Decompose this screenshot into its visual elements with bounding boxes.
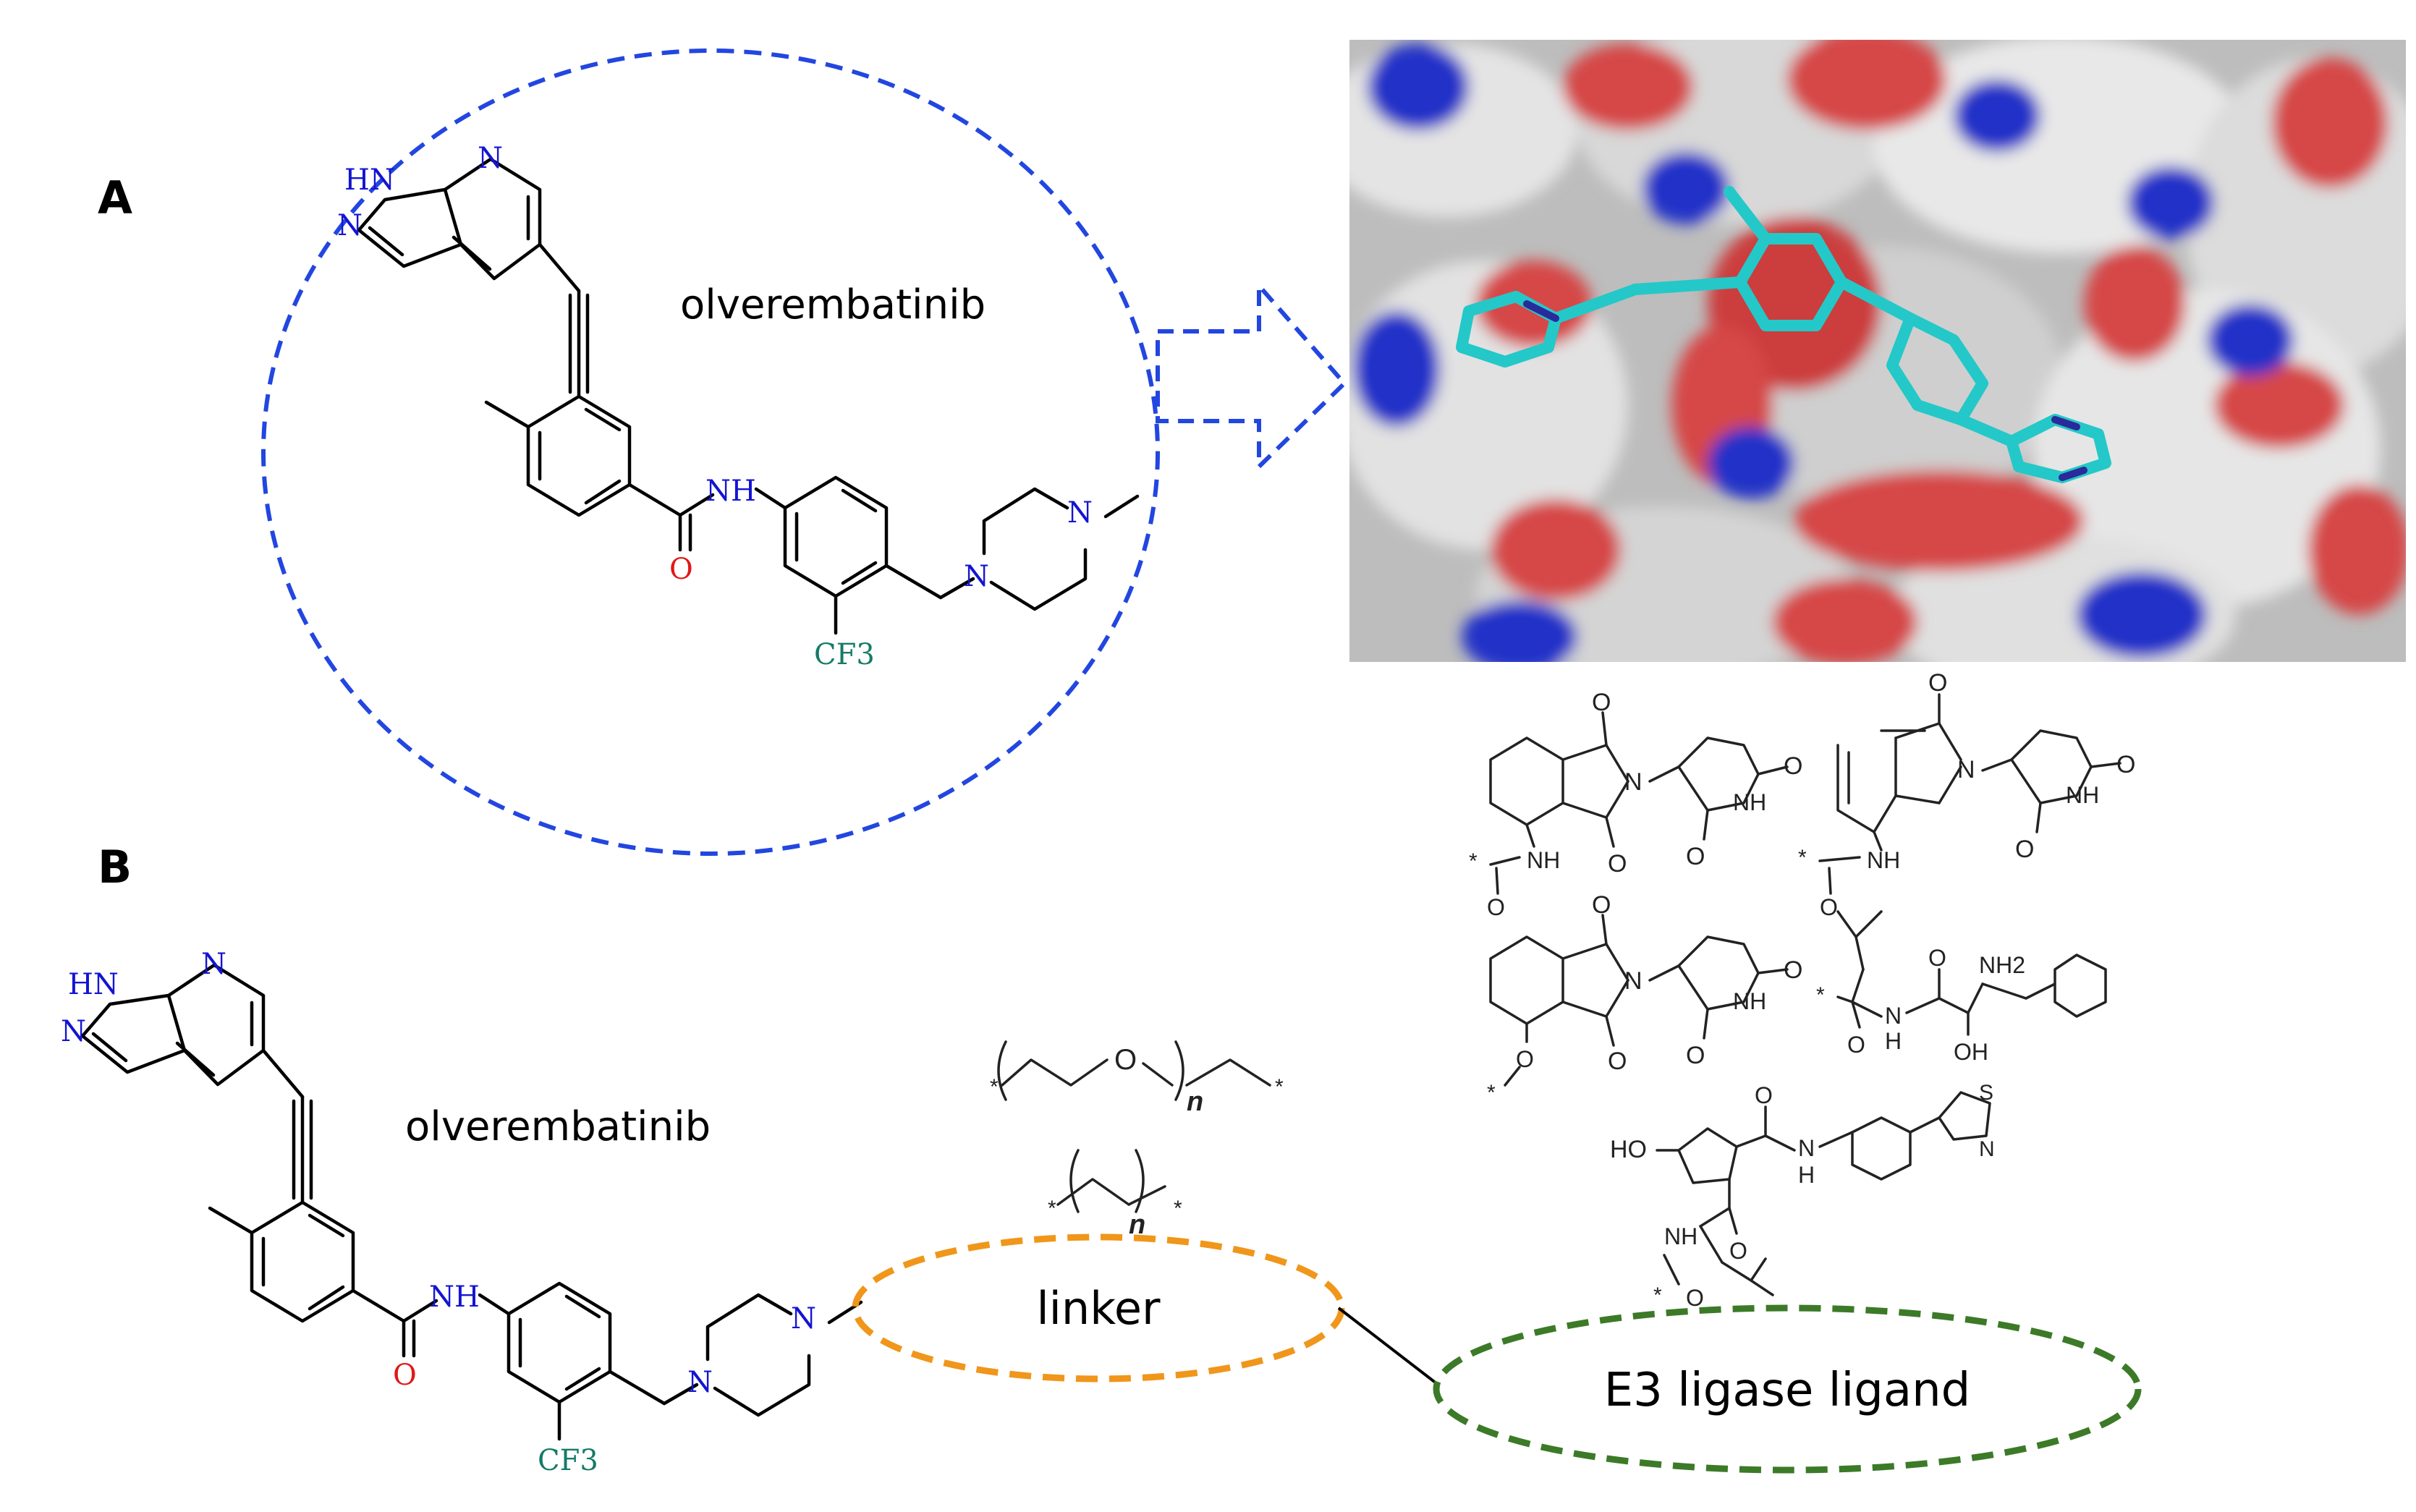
svg-text:*: * [1469,849,1478,873]
svg-text:HO: HO [1610,1136,1647,1163]
atom-hn-b: HN [68,968,119,1001]
svg-text:*: * [1798,846,1807,870]
atom-labels-a: HN N N O NH N N CF3 [337,142,1093,671]
atom-n-a1: N [337,209,363,242]
atom-n-b2: N [201,948,226,981]
svg-text:O: O [1686,843,1705,870]
atom-n-a4: N [1067,496,1093,530]
svg-text:OH: OH [1954,1039,1988,1065]
lenalidomide-amide-ligand: O N NH O O NH * O [1798,669,2135,920]
atom-o-a: O [669,553,693,586]
svg-text:N: N [1798,1135,1815,1161]
svg-text:NH: NH [1664,1223,1697,1249]
linker-to-e3-bond [1337,1307,1438,1385]
olverembatinib-structure-b [80,963,863,1441]
drug-name-a: olverembatinib [680,281,986,328]
drug-name-b: olverembatinib [405,1103,711,1150]
peg-linker-structure: * O n * [990,1040,1284,1117]
svg-text:O: O [1608,850,1627,878]
svg-text:NH: NH [2066,782,2099,808]
dashed-arrow [1156,280,1348,472]
svg-text:*: * [1653,1283,1662,1307]
svg-text:O: O [1592,689,1611,716]
atom-labels-b: HN N N O NH N N CF3 [61,948,816,1477]
svg-text:O: O [1820,894,1838,920]
alkyl-linker-structure: * n * [1048,1149,1182,1240]
svg-text:O: O [1592,891,1611,919]
svg-text:O: O [1487,894,1505,920]
svg-text:O: O [1847,1032,1865,1058]
svg-text:H: H [1798,1162,1815,1188]
linker-ellipse [852,1233,1345,1383]
olverembatinib-structure-a [357,157,1140,635]
atom-n-a3: N [964,560,989,593]
linker-label: linker [1036,1282,1161,1335]
atom-hn-a: HN [344,163,395,197]
svg-text:*: * [1487,1081,1496,1105]
svg-text:*: * [1048,1197,1056,1220]
atom-o-b: O [393,1359,417,1392]
svg-text:H: H [1885,1028,1902,1054]
peptide-ligand: * O N H O NH2 OH [1816,910,2107,1065]
svg-text:N: N [1979,1137,1995,1161]
svg-text:O: O [1729,1238,1747,1264]
svg-text:O: O [1686,1285,1704,1311]
svg-text:NH: NH [1733,789,1766,815]
svg-text:N: N [1624,768,1643,796]
svg-text:NH: NH [1733,988,1766,1014]
e3-ligase-ellipse [1433,1304,2142,1474]
atom-cf3-b: CF3 [538,1444,598,1477]
svg-text:O: O [1114,1044,1137,1076]
svg-text:*: * [1275,1075,1284,1099]
svg-text:*: * [1174,1197,1182,1220]
svg-text:NH2: NH2 [1979,952,2025,978]
e3-ligase-label: E3 ligase ligand [1604,1364,1971,1417]
svg-text:*: * [990,1075,999,1099]
svg-text:O: O [1928,669,1947,697]
svg-text:O: O [1608,1048,1627,1075]
svg-text:O: O [1784,752,1802,780]
thalidomide-amide-ligand: O O N NH O O NH * O [1469,689,1802,920]
svg-text:O: O [1755,1082,1773,1108]
vhl-ligand: HO O N H S N O NH * O [1610,1081,1995,1311]
protein-surface-render [1349,40,2406,662]
svg-text:N: N [1885,1003,1902,1029]
svg-text:N: N [1957,756,1975,783]
atom-n-b3: N [687,1366,713,1399]
svg-text:NH: NH [1527,847,1560,873]
svg-text:O: O [1928,945,1946,971]
svg-text:O: O [1784,956,1802,984]
svg-text:O: O [1686,1042,1705,1069]
atom-cf3-a: CF3 [814,638,875,671]
svg-text:n: n [1187,1087,1203,1117]
svg-text:NH: NH [1867,847,1900,873]
svg-text:n: n [1129,1210,1145,1240]
atom-n-b1: N [61,1015,86,1048]
svg-text:S: S [1979,1081,1993,1105]
svg-text:*: * [1816,983,1825,1007]
atom-nh-a: NH [705,475,756,508]
svg-text:N: N [1624,967,1643,995]
svg-text:O: O [2116,751,2135,778]
atom-n-a2: N [478,142,503,175]
molecule-highlight-circle [261,48,1160,856]
panel-label-b: B [98,841,132,893]
atom-nh-b: NH [429,1280,480,1314]
atom-n-b4: N [791,1302,816,1335]
pomalidomide-ether-ligand: O O N NH O O O * [1487,891,1802,1105]
svg-text:O: O [2015,836,2034,863]
panel-label-a: A [98,171,132,224]
